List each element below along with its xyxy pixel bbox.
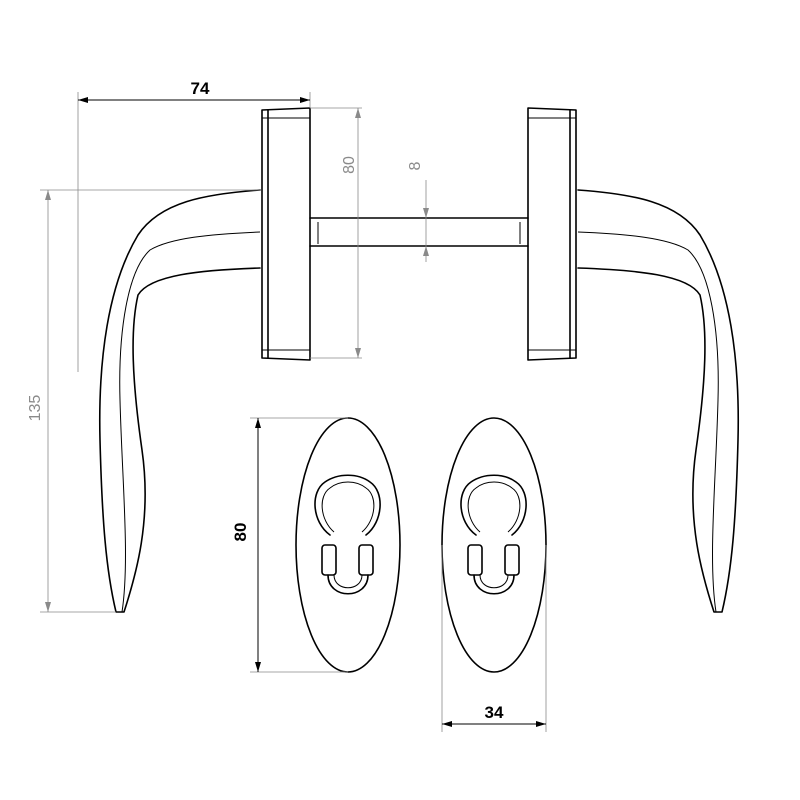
right-rose [527,107,577,361]
dimension-label-8: 8 [407,161,424,170]
spindle [309,217,529,247]
right-lever-handle [577,189,740,613]
dimension-label-rose-80: 80 [341,156,358,174]
left-lever-handle [98,189,261,613]
dimension-width-34: 34 [441,545,547,732]
dimension-rose-80: 80 [310,107,362,359]
dimension-height-135: 135 [27,189,260,613]
dimension-label-escutcheon-80: 80 [231,523,250,542]
left-rose [261,107,311,361]
dimension-label-34: 34 [485,703,504,722]
dimension-escutcheon-80: 80 [231,417,348,673]
dimension-width-74: 74 [77,79,311,372]
left-escutcheon [295,417,401,673]
dimension-label-135: 135 [27,395,44,422]
dimension-spindle-8: 8 [407,161,429,262]
right-escutcheon [441,417,547,673]
dimension-label-74: 74 [191,79,210,98]
